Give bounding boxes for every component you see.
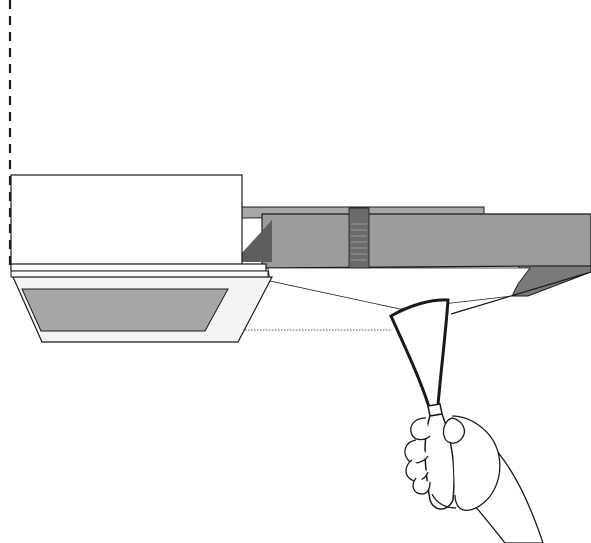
- cassette-grille: [21, 288, 229, 332]
- hand-icon: [404, 415, 544, 543]
- joint-compound-seam: [348, 207, 370, 269]
- ceiling-cassette-unit: [10, 174, 273, 343]
